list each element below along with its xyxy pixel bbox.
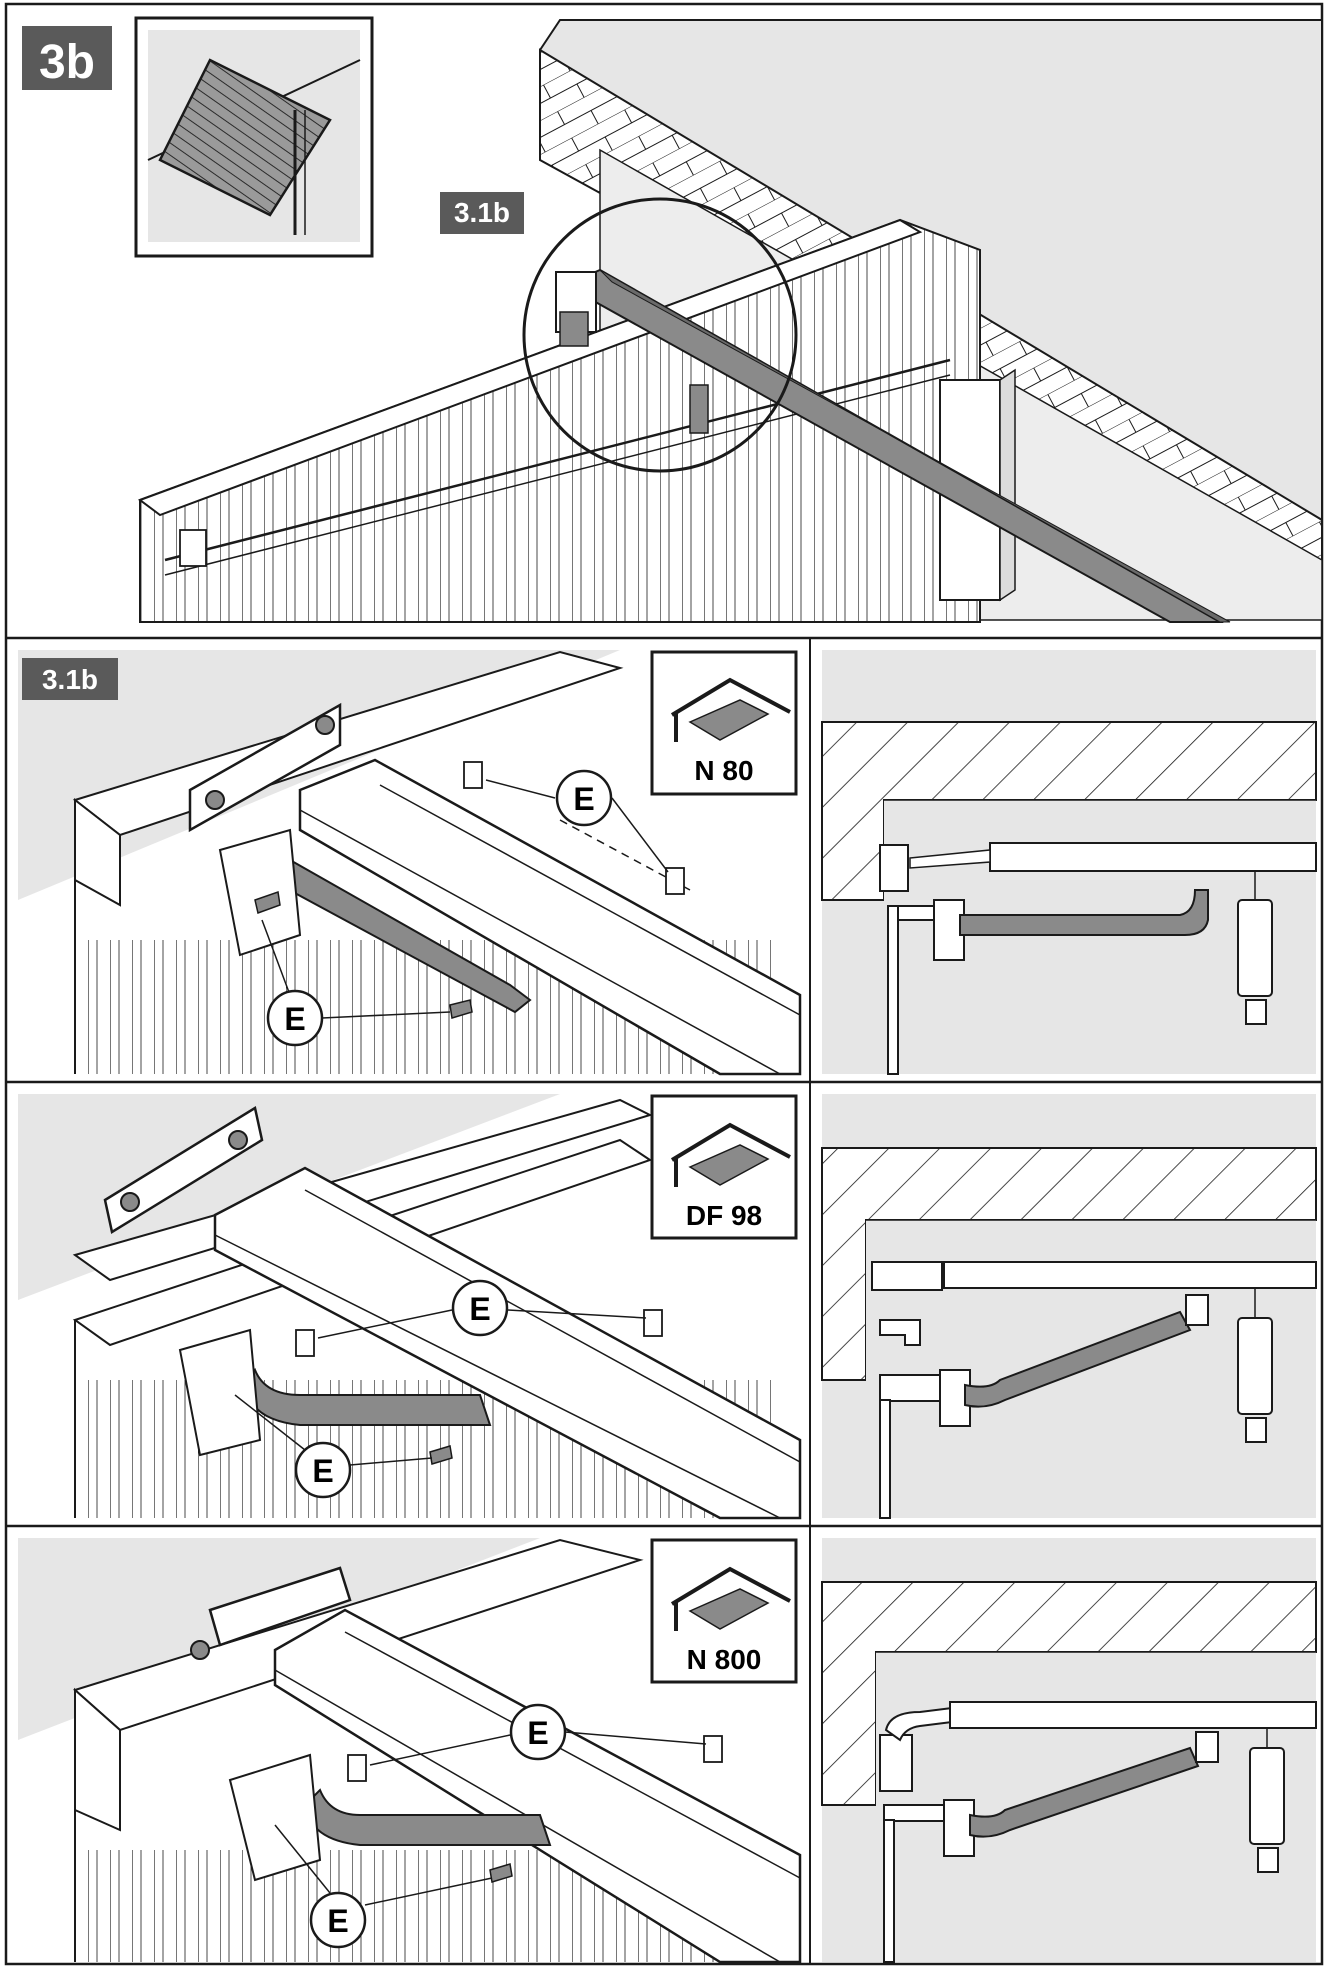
detail-ref-badge [22,658,118,700]
detail-row-n800: E E N 800 [18,1538,1317,1964]
door-profile-icon [650,1094,798,1240]
page-frame [4,2,1324,1966]
profile-label: N 80 [694,755,753,786]
detail-circle [522,197,798,473]
detail-ref-label: 3.1b [454,197,510,228]
callout-e: E [284,1001,305,1037]
section-view [821,650,1317,1075]
callout-e: E [312,1453,333,1489]
profile-label: DF 98 [686,1200,762,1231]
perspective-view: E E [18,1538,802,1964]
detail-ref-badge: 3.1b [440,192,524,234]
callout-e: E [327,1903,348,1939]
detail-row-df98: E E DF 98 [18,1094,1317,1520]
door-profile-icon [650,650,798,796]
perspective-view: E E [18,1094,802,1520]
detail-ref-label: 3.1b [42,664,98,695]
section-view [821,1538,1317,1963]
callout-e: E [469,1291,490,1327]
door-profile-icon [650,1538,798,1684]
callout-e: E [573,781,594,817]
step-label: 3b [39,36,95,89]
callout-e: E [527,1715,548,1751]
section-view [821,1094,1317,1519]
overhead-door-icon [134,16,374,258]
overview-panel [137,19,1323,623]
step-badge: 3b [22,26,112,90]
detail-row-n80: E E 3.1b N 80 [18,650,1317,1076]
perspective-view: E E [18,650,802,1076]
profile-label: N 800 [687,1644,762,1675]
